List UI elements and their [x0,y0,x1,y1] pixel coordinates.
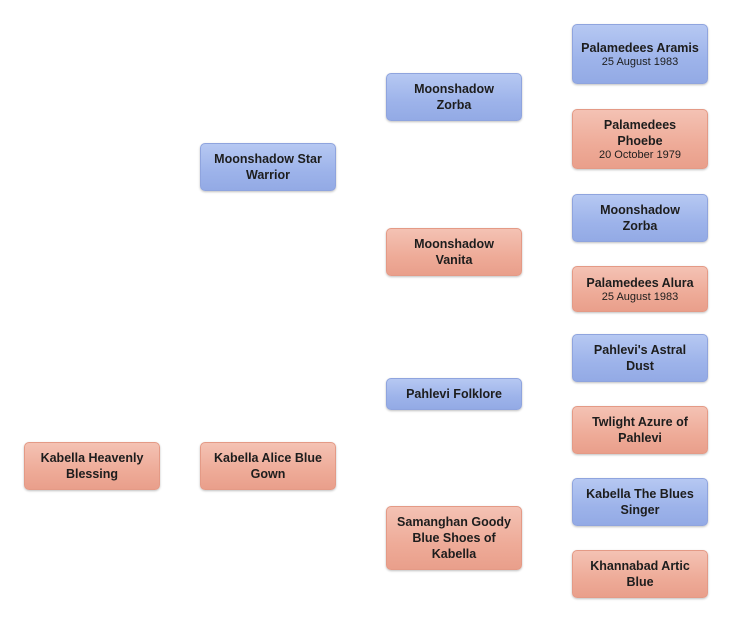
great-grandparent-name: Palamedees Aramis [581,40,699,55]
great-grandparent-name: Twlight Azure of Pahlevi [592,415,688,445]
subject-name: Kabella Heavenly Blessing [40,451,144,481]
great-grandparent-date: 25 August 1983 [601,55,679,68]
dam-name: Kabella Alice Blue Gown [214,451,322,481]
dam-sire-name: Pahlevi Folklore [406,387,502,401]
sire-sire-name: Moonshadow Zorba [414,82,494,112]
great-grandparent-node[interactable]: Palamedees Alura 25 August 1983 [572,266,708,312]
sire-dam-name: Moonshadow Vanita [414,237,494,267]
sire-dam-node[interactable]: Moonshadow Vanita [386,228,522,276]
great-grandparent-name: Palamedees Alura [586,275,694,290]
great-grandparent-node[interactable]: Palamedees Phoebe 20 October 1979 [572,109,708,169]
great-grandparent-node[interactable]: Palamedees Aramis 25 August 1983 [572,24,708,84]
sire-node[interactable]: Moonshadow Star Warrior [200,143,336,191]
dam-node[interactable]: Kabella Alice Blue Gown [200,442,336,490]
great-grandparent-node[interactable]: Moonshadow Zorba [572,194,708,242]
great-grandparent-node[interactable]: Kabella The Blues Singer [572,478,708,526]
great-grandparent-node[interactable]: Twlight Azure of Pahlevi [572,406,708,454]
great-grandparent-name: Palamedees Phoebe [603,117,677,148]
subject-node[interactable]: Kabella Heavenly Blessing [24,442,160,490]
sire-name: Moonshadow Star Warrior [214,152,322,182]
great-grandparent-name: Pahlevi's Astral Dust [593,343,687,373]
great-grandparent-name: Khannabad Artic Blue [590,559,690,589]
dam-dam-node[interactable]: Samanghan Goody Blue Shoes of Kabella [386,506,522,570]
great-grandparent-date: 25 August 1983 [601,290,679,303]
great-grandparent-node[interactable]: Pahlevi's Astral Dust [572,334,708,382]
dam-dam-name: Samanghan Goody Blue Shoes of Kabella [397,515,511,561]
great-grandparent-name: Kabella The Blues Singer [586,487,694,517]
great-grandparent-name: Moonshadow Zorba [600,203,680,233]
sire-sire-node[interactable]: Moonshadow Zorba [386,73,522,121]
great-grandparent-node[interactable]: Khannabad Artic Blue [572,550,708,598]
great-grandparent-date: 20 October 1979 [599,148,681,161]
dam-sire-node[interactable]: Pahlevi Folklore [386,378,522,410]
